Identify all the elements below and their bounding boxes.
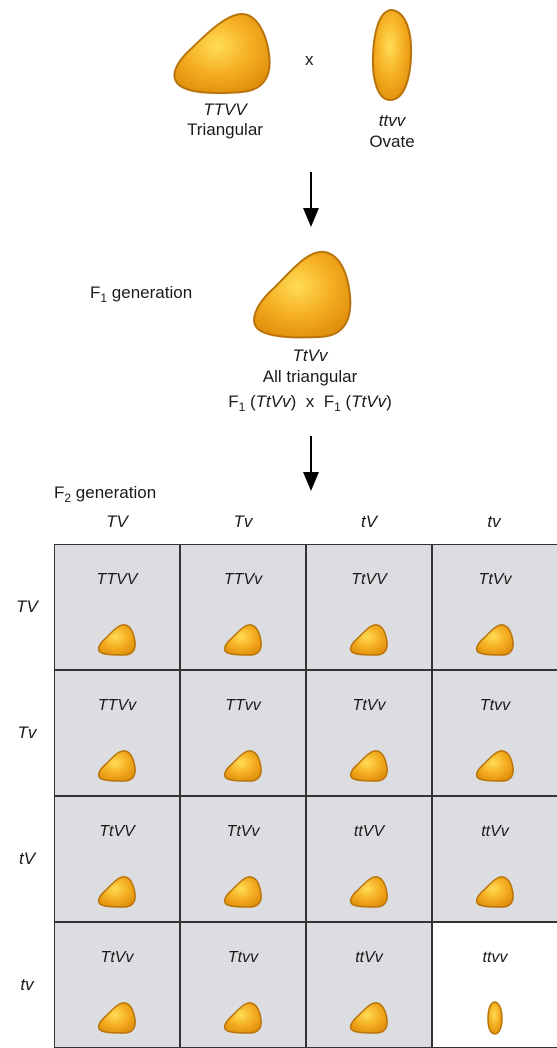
- punnett-cell: TTVv: [180, 544, 306, 670]
- cell-genotype: TtVv: [226, 823, 260, 840]
- punnett-cell: TtVv: [432, 544, 557, 670]
- f1-generation-label: F1 generation: [90, 283, 193, 305]
- punnett-cell: Ttvv: [180, 922, 306, 1048]
- row-header-tV: tV: [18, 849, 36, 868]
- triangular-seed-icon: [97, 624, 136, 656]
- f1-genotype: TtVv: [292, 346, 328, 365]
- punnett-cell: TTVV: [54, 544, 180, 670]
- punnett-cell: TtVV: [54, 796, 180, 922]
- f1-cross-line: F1 (TtVv) x F1 (TtVv): [228, 392, 392, 414]
- cell-genotype: TtVv: [352, 697, 386, 714]
- ovate-seed-icon: [487, 1001, 503, 1035]
- cell-genotype: TtVV: [351, 571, 387, 588]
- cell-genotype: TtVv: [478, 571, 512, 588]
- triangular-seed-icon: [349, 750, 388, 782]
- triangular-seed-icon: [97, 750, 136, 782]
- triangular-seed-icon: [97, 1002, 136, 1034]
- punnett-cell: ttvv: [432, 922, 557, 1048]
- triangular-seed-icon: [349, 624, 388, 656]
- f1-triangular-seed: [250, 248, 354, 345]
- triangular-seed-icon: [173, 12, 271, 95]
- parent-right-phenotype: Ovate: [369, 132, 415, 151]
- punnett-cell: TtVV: [306, 544, 432, 670]
- parent-left-phenotype: Triangular: [187, 120, 263, 139]
- cell-genotype: TTVv: [223, 571, 263, 588]
- cell-genotype: ttVv: [481, 823, 509, 840]
- row-header-TV: TV: [16, 597, 38, 616]
- triangular-seed-icon: [223, 624, 262, 656]
- f2-generation-label: F2 generation: [54, 483, 157, 505]
- parent-right-genotype: ttvv: [378, 111, 406, 130]
- f1-phenotype: All triangular: [262, 367, 358, 386]
- row-header-tv: tv: [20, 975, 34, 994]
- cell-genotype: ttVV: [353, 823, 385, 840]
- parent-triangular-seed: [170, 10, 272, 99]
- col-header-Tv: Tv: [233, 512, 253, 531]
- row-header-Tv: Tv: [17, 723, 37, 742]
- punnett-cell: ttVv: [306, 922, 432, 1048]
- cell-genotype: TTVv: [97, 697, 137, 714]
- cell-genotype: ttVv: [355, 949, 383, 966]
- triangular-seed-icon: [349, 1002, 388, 1034]
- col-header-TV: TV: [106, 512, 128, 531]
- parent-left-genotype: TTVV: [203, 100, 247, 119]
- arrow-down-icon: [303, 172, 319, 227]
- cell-genotype: TtVV: [99, 823, 135, 840]
- punnett-cell: TtVv: [306, 670, 432, 796]
- cell-genotype: Ttvv: [227, 949, 259, 966]
- punnett-cell: TtVv: [54, 922, 180, 1048]
- arrow-down-icon: [303, 436, 319, 491]
- punnett-cell: TTvv: [180, 670, 306, 796]
- triangular-seed-icon: [223, 876, 262, 908]
- cell-genotype: Ttvv: [479, 697, 511, 714]
- triangular-seed-icon: [349, 876, 388, 908]
- col-header-tv: tv: [487, 512, 501, 531]
- col-header-tV: tV: [360, 512, 378, 531]
- triangular-seed-icon: [475, 876, 514, 908]
- cell-genotype: TTVV: [96, 571, 138, 588]
- triangular-seed-icon: [223, 750, 262, 782]
- punnett-cell: ttVV: [306, 796, 432, 922]
- triangular-seed-icon: [475, 624, 514, 656]
- cell-genotype: TTvv: [225, 697, 261, 714]
- cell-genotype: TtVv: [100, 949, 134, 966]
- cell-genotype: ttvv: [482, 949, 508, 966]
- punnett-cell: TTVv: [54, 670, 180, 796]
- triangular-seed-icon: [97, 876, 136, 908]
- cross-symbol: x: [305, 50, 314, 69]
- triangular-seed-icon: [475, 750, 514, 782]
- punnett-cell: ttVv: [432, 796, 557, 922]
- punnett-cell: TtVv: [180, 796, 306, 922]
- ovate-seed-icon: [371, 8, 413, 102]
- parent-ovate-seed: [370, 8, 414, 107]
- triangular-seed-icon: [223, 1002, 262, 1034]
- triangular-seed-icon: [253, 250, 352, 339]
- punnett-cell: Ttvv: [432, 670, 557, 796]
